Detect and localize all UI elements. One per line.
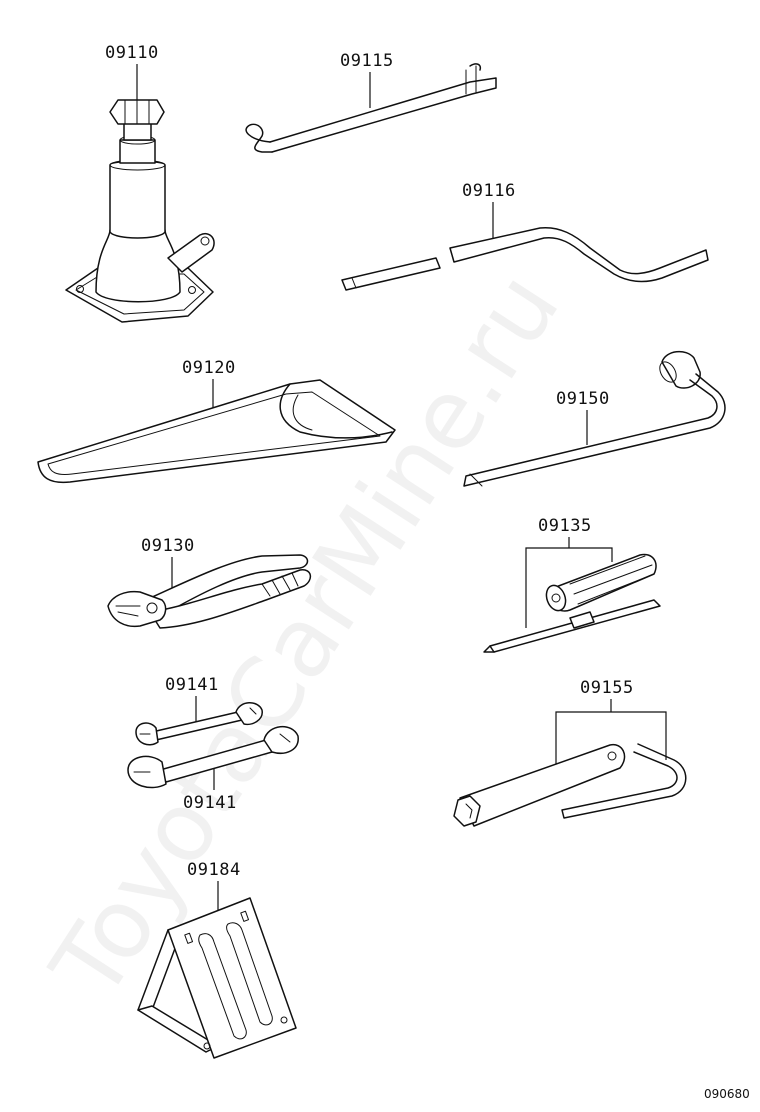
pliers[interactable]: 09130 [107, 536, 312, 629]
jack[interactable]: 09110 [65, 43, 215, 323]
figure-code: 090680 [704, 1087, 750, 1101]
watermark: ToyotaCarMine.ru [30, 253, 581, 1018]
label-09141-lower: 09141 [183, 793, 237, 813]
wheel-nut-wrench[interactable]: 09150 [463, 350, 726, 487]
label-09115: 09115 [340, 51, 394, 71]
label-09135: 09135 [538, 516, 592, 536]
label-09130: 09130 [141, 536, 195, 556]
leader-09135 [525, 537, 613, 628]
label-09155: 09155 [580, 678, 634, 698]
leader-09155 [555, 699, 667, 768]
box-wrench[interactable]: 09155 [453, 678, 687, 827]
label-09184: 09184 [187, 860, 241, 880]
label-09110: 09110 [105, 43, 159, 63]
wrench-small[interactable]: 09141 [135, 675, 263, 746]
label-09116: 09116 [462, 181, 516, 201]
label-09120: 09120 [182, 358, 236, 378]
jack-handle-extension[interactable]: 09116 [341, 181, 709, 291]
screwdriver[interactable]: 09135 [483, 516, 661, 653]
wheel-chock[interactable]: 09184 [137, 860, 297, 1059]
jack-handle[interactable]: 09115 [245, 51, 497, 153]
wrench-large[interactable]: 09141 [127, 726, 299, 813]
label-09141-upper: 09141 [165, 675, 219, 695]
label-09150: 09150 [556, 389, 610, 409]
tool-bag[interactable]: 09120 [37, 358, 396, 484]
